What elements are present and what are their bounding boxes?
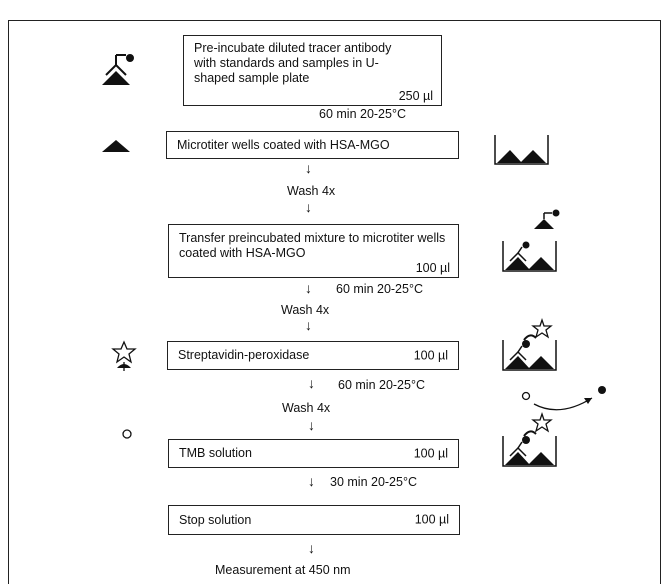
diagram-frame (8, 20, 661, 584)
well-with-antibody-icon (502, 209, 560, 272)
step-4-incubation: 60 min 20-25°C (338, 378, 425, 392)
step-2-box: Microtiter wells coated with HSA-MGO (166, 131, 459, 159)
tracer-antibody-icon (102, 54, 134, 85)
flow-arrow-6: ↓ (308, 417, 315, 433)
tmb-substrate-icon (122, 429, 132, 439)
step-3-text: Transfer preincubated mixture to microti… (179, 231, 446, 260)
step-6-text: Stop solution (179, 513, 252, 527)
step-5-box: TMB solution 100 µl (168, 439, 459, 468)
step-3-volume: 100 µl (415, 261, 450, 275)
step-5-text: TMB solution (179, 446, 252, 460)
flow-arrow-5: ↓ (308, 375, 315, 391)
step-1-incubation: 60 min 20-25°C (319, 107, 406, 121)
well-with-enzyme-icon (502, 317, 557, 371)
flow-arrow-3: ↓ (305, 280, 312, 296)
step-3-box: Transfer preincubated mixture to microti… (168, 224, 459, 278)
measurement-label: Measurement at 450 nm (215, 563, 351, 577)
step-3-wash: Wash 4x (281, 303, 330, 317)
step-4-volume: 100 µl (413, 348, 448, 362)
streptavidin-peroxidase-icon (111, 340, 137, 371)
step-5-volume: 100 µl (413, 446, 448, 460)
flow-arrow-2: ↓ (305, 199, 312, 215)
step-6-box: Stop solution 100 µl (168, 505, 460, 535)
step-5-incubation: 30 min 20-25°C (330, 475, 417, 489)
step-3-incubation: 60 min 20-25°C (336, 282, 423, 296)
step-4-box: Streptavidin-peroxidase 100 µl (167, 341, 459, 370)
well-with-reaction-icon (502, 386, 606, 467)
flow-arrow-8: ↓ (308, 540, 315, 556)
step-2-text: Microtiter wells coated with HSA-MGO (177, 138, 390, 152)
step-4-text: Streptavidin-peroxidase (178, 348, 310, 362)
step-1-box: Pre-incubate diluted tracer antibody wit… (183, 35, 442, 106)
step-6-volume: 100 µl (414, 512, 449, 527)
flow-arrow-7: ↓ (308, 473, 315, 489)
step-1-text: Pre-incubate diluted tracer antibody wit… (194, 41, 392, 85)
step-4-wash: Wash 4x (282, 401, 331, 415)
step-2-wash: Wash 4x (287, 184, 336, 198)
flow-arrow-4: ↓ (305, 317, 312, 333)
step-1-volume: 250 µl (398, 89, 433, 103)
coated-well-icon (494, 135, 549, 165)
flow-arrow-1: ↓ (305, 160, 312, 176)
hsa-mgo-antigen-icon (102, 140, 130, 152)
